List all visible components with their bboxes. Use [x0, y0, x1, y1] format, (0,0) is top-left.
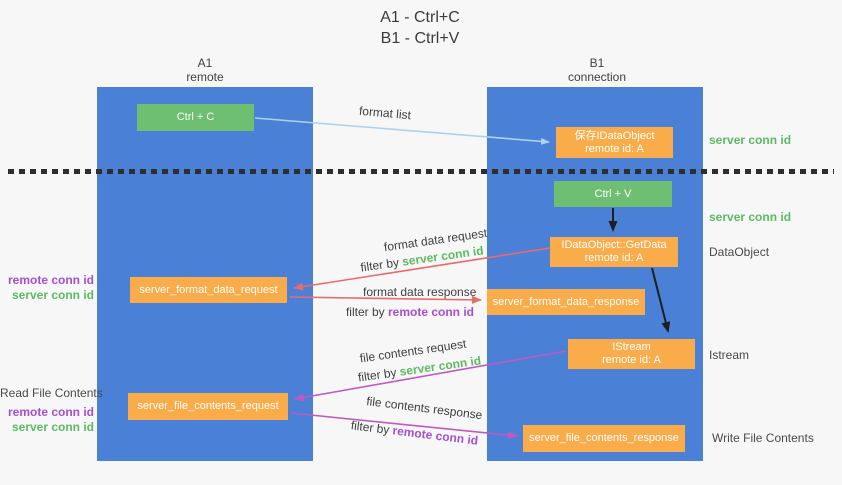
label-server-conn-id-left-top: server conn id	[11, 288, 94, 302]
title-line-1: A1 - Ctrl+C	[380, 9, 460, 26]
label-write-file-contents: Write File Contents	[712, 431, 814, 445]
remote-conn-id-keyword: remote conn id	[388, 305, 475, 319]
node-ctrl-c: Ctrl + C	[137, 104, 254, 131]
remote-conn-id-keyword: remote conn id	[391, 423, 479, 448]
label-server-conn-id-right-mid: server conn id	[709, 210, 792, 224]
column-header-a1: A1 remote	[145, 56, 265, 84]
node-save-idataobject-line1: 保存IDataObject	[574, 129, 655, 142]
left-conn-id-group-top: remote conn id server conn id	[0, 273, 94, 303]
label-read-file-contents: Read File Contents	[0, 386, 103, 400]
node-server-format-data-request: server_format_data_request	[130, 277, 287, 303]
title-line-2: B1 - Ctrl+V	[380, 30, 460, 47]
label-istream: Istream	[709, 348, 750, 362]
label-dataobject: DataObject	[709, 245, 770, 259]
node-istream: IStream remote id: A	[568, 339, 695, 369]
column-b1-id: B1	[589, 56, 605, 70]
node-save-idataobject-line2: remote id: A	[585, 142, 644, 155]
node-save-idataobject: 保存IDataObject remote id: A	[556, 127, 673, 158]
filter-by-text: filter by	[357, 365, 398, 385]
node-server-file-contents-request: server_file_contents_request	[128, 393, 288, 420]
label-remote-conn-id-left-top: remote conn id	[7, 273, 94, 287]
node-server-format-data-response: server_format_data_response	[487, 289, 645, 315]
node-getdata-line1: IDataObject::GetData	[561, 239, 667, 251]
node-istream-line2: remote id: A	[602, 354, 661, 366]
dotted-separator-line	[8, 169, 834, 174]
label-format-list: format list	[358, 103, 412, 123]
column-a1-subtitle: remote	[186, 70, 224, 84]
label-filter-file-response: filter by remote conn id	[347, 418, 483, 448]
column-b1-subtitle: connection	[567, 70, 627, 84]
label-filter-format-response: filter by remote conn id	[340, 305, 480, 319]
label-server-conn-id-right-top: server conn id	[709, 133, 792, 147]
column-a1-id: A1	[197, 56, 213, 70]
label-format-data-response: format data response	[363, 285, 477, 299]
filter-by-text: filter by	[350, 418, 391, 437]
filter-by-text: filter by	[359, 255, 400, 275]
node-ctrl-v: Ctrl + V	[554, 181, 672, 207]
node-server-file-contents-response: server_file_contents_response	[523, 425, 685, 452]
node-istream-line1: IStream	[612, 341, 651, 353]
diagram-title: A1 - Ctrl+C B1 - Ctrl+V	[300, 7, 540, 49]
node-idataobject-getdata: IDataObject::GetData remote id: A	[550, 237, 678, 267]
label-remote-conn-id-left-bottom: remote conn id	[7, 405, 94, 419]
label-server-conn-id-left-bottom: server conn id	[11, 420, 94, 434]
column-header-b1: B1 connection	[537, 56, 657, 84]
filter-by-text: filter by	[345, 305, 385, 319]
left-conn-id-group-bottom: remote conn id server conn id	[0, 405, 94, 435]
node-getdata-line2: remote id: A	[584, 252, 644, 264]
label-file-contents-response: file contents response	[365, 394, 484, 423]
